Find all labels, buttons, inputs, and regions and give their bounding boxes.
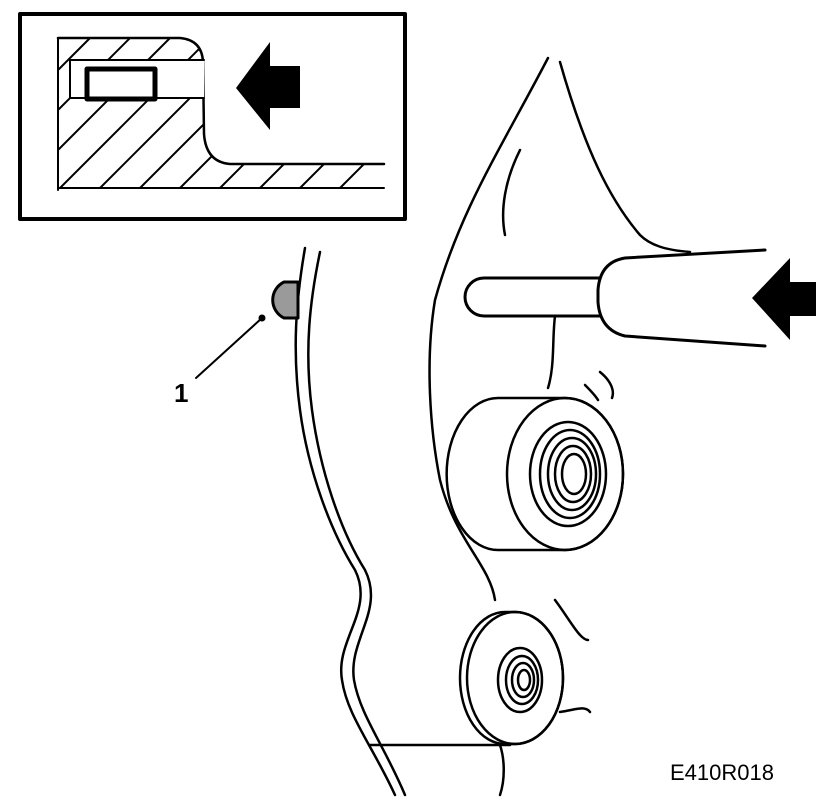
tool-handle <box>596 248 767 348</box>
tool-pin <box>463 276 602 318</box>
inset-frame <box>18 12 407 221</box>
lower-boss <box>458 610 565 746</box>
tool-arrow-icon <box>752 258 816 340</box>
installer-tool <box>463 248 816 390</box>
inset-plug-rect <box>84 66 158 102</box>
detail-inset <box>18 12 407 221</box>
plug-1 <box>195 280 300 379</box>
upper-boss <box>445 396 625 552</box>
leader-line-1 <box>195 317 263 379</box>
lower-boss-face <box>465 610 565 746</box>
upper-boss-face <box>505 396 625 552</box>
callout-label-1: 1 <box>174 378 189 408</box>
figure-code: E410R018 <box>670 760 774 785</box>
inset-arrow-icon <box>236 42 300 130</box>
casting-outline <box>294 56 692 797</box>
